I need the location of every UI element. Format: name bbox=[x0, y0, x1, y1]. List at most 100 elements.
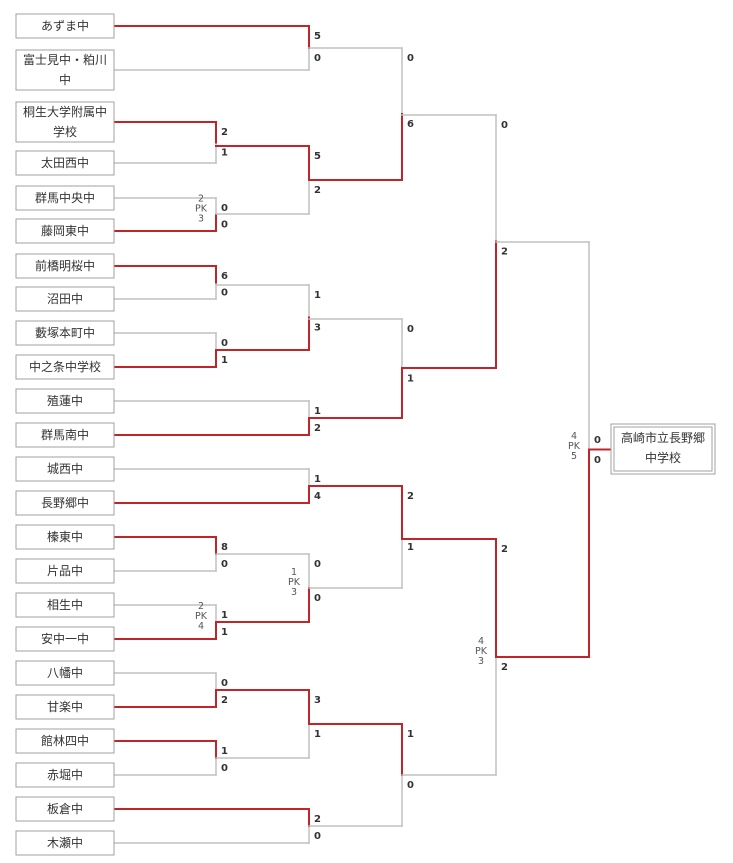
score-bottom: 0 bbox=[221, 559, 228, 570]
pk-note: PK bbox=[475, 646, 488, 657]
team-entry: 殖蓮中 bbox=[15, 388, 115, 414]
team-box bbox=[15, 354, 115, 380]
team-entry: 沼田中 bbox=[15, 286, 115, 312]
team-box bbox=[15, 830, 115, 856]
team-entry: 甘楽中 bbox=[15, 694, 115, 720]
score-top: 6 bbox=[221, 271, 228, 282]
score-top: 0 bbox=[407, 324, 414, 335]
score-top: 2 bbox=[221, 127, 228, 138]
pk-note: 3 bbox=[291, 587, 297, 598]
team-name: 中之条中学校 bbox=[29, 359, 101, 374]
team-list: あずま中富士見中・粕川中桐生大学附属中学校太田西中群馬中央中藤岡東中前橋明桜中沼… bbox=[15, 13, 115, 856]
score-bottom: 2 bbox=[501, 247, 508, 258]
pk-note: 2 bbox=[198, 194, 204, 205]
team-name: 富士見中・粕川 bbox=[23, 52, 107, 67]
team-entry: 城西中 bbox=[15, 456, 115, 482]
pk-note: 3 bbox=[478, 656, 484, 667]
pk-note: 2 bbox=[198, 601, 204, 612]
score-top: 0 bbox=[221, 678, 228, 689]
team-box bbox=[15, 626, 115, 652]
score-top: 0 bbox=[221, 338, 228, 349]
team-name: 群馬中央中 bbox=[35, 190, 95, 205]
score-top: 0 bbox=[314, 559, 321, 570]
champion-box-inner bbox=[613, 426, 713, 472]
score-top: 0 bbox=[407, 53, 414, 64]
score-top: 1 bbox=[314, 406, 321, 417]
pk-note: 4 bbox=[198, 621, 204, 632]
score-bottom: 2 bbox=[314, 423, 321, 434]
team-box bbox=[15, 101, 115, 143]
score-bottom: 0 bbox=[221, 763, 228, 774]
team-name: 学校 bbox=[53, 124, 77, 139]
team-box bbox=[15, 13, 115, 39]
team-box bbox=[15, 286, 115, 312]
team-name: 群馬南中 bbox=[41, 427, 89, 442]
team-name: 前橋明桜中 bbox=[35, 258, 95, 273]
pk-note: PK bbox=[195, 611, 208, 622]
team-name: 殖蓮中 bbox=[47, 393, 83, 408]
team-box bbox=[15, 660, 115, 686]
score-top: 1 bbox=[407, 729, 414, 740]
pk-note: PK bbox=[288, 577, 301, 588]
team-entry: 榛東中 bbox=[15, 524, 115, 550]
score-bottom: 0 bbox=[221, 288, 228, 299]
team-box bbox=[15, 524, 115, 550]
score-top: 5 bbox=[314, 31, 321, 42]
team-name: 榛東中 bbox=[47, 529, 83, 544]
team-box bbox=[15, 490, 115, 516]
team-box bbox=[15, 592, 115, 618]
team-name: 相生中 bbox=[47, 597, 83, 612]
team-entry: 群馬中央中 bbox=[15, 185, 115, 211]
team-box bbox=[15, 694, 115, 720]
pk-note: 3 bbox=[198, 214, 204, 225]
score-top: 0 bbox=[221, 203, 228, 214]
score-top: 2 bbox=[407, 491, 414, 502]
team-box bbox=[15, 558, 115, 584]
score-bottom: 0 bbox=[594, 455, 601, 466]
team-entry: 太田西中 bbox=[15, 150, 115, 176]
score-bottom: 2 bbox=[501, 662, 508, 673]
team-box bbox=[15, 456, 115, 482]
team-entry: 長野郷中 bbox=[15, 490, 115, 516]
score-bottom: 1 bbox=[407, 374, 414, 385]
team-name: あずま中 bbox=[41, 18, 89, 33]
score-top: 0 bbox=[501, 120, 508, 131]
team-box bbox=[15, 150, 115, 176]
score-bottom: 0 bbox=[221, 220, 228, 231]
score-bottom: 4 bbox=[314, 491, 321, 502]
team-entry: 館林四中 bbox=[15, 728, 115, 754]
score-bottom: 0 bbox=[314, 593, 321, 604]
team-entry: 赤堀中 bbox=[15, 762, 115, 788]
team-box bbox=[15, 320, 115, 346]
score-bottom: 1 bbox=[407, 542, 414, 553]
pk-note: 4 bbox=[478, 636, 484, 647]
team-name: 藤岡東中 bbox=[41, 223, 89, 238]
team-name: 安中一中 bbox=[41, 631, 89, 646]
pk-note: 1 bbox=[291, 567, 297, 578]
team-entry: 相生中 bbox=[15, 592, 115, 618]
pk-note: 4 bbox=[571, 431, 577, 442]
score-bottom: 1 bbox=[314, 729, 321, 740]
score-bottom: 1 bbox=[221, 148, 228, 159]
team-entry: 片品中 bbox=[15, 558, 115, 584]
team-name: 板倉中 bbox=[47, 801, 83, 816]
team-entry: 群馬南中 bbox=[15, 422, 115, 448]
team-entry: 中之条中学校 bbox=[15, 354, 115, 380]
team-entry: 木瀬中 bbox=[15, 830, 115, 856]
pk-note: 5 bbox=[571, 451, 577, 462]
champion-name: 高崎市立長野郷 bbox=[621, 430, 705, 445]
team-entry: あずま中 bbox=[15, 13, 115, 39]
score-bottom: 6 bbox=[407, 119, 414, 130]
team-entry: 藪塚本町中 bbox=[15, 320, 115, 346]
team-name: 赤堀中 bbox=[47, 767, 83, 782]
team-name: 甘楽中 bbox=[47, 699, 83, 714]
score-top: 0 bbox=[594, 435, 601, 446]
score-bottom: 0 bbox=[407, 780, 414, 791]
team-name: 木瀬中 bbox=[47, 835, 83, 850]
team-box bbox=[15, 253, 115, 279]
team-box bbox=[15, 796, 115, 822]
team-box bbox=[15, 218, 115, 244]
score-bottom: 3 bbox=[314, 323, 321, 334]
